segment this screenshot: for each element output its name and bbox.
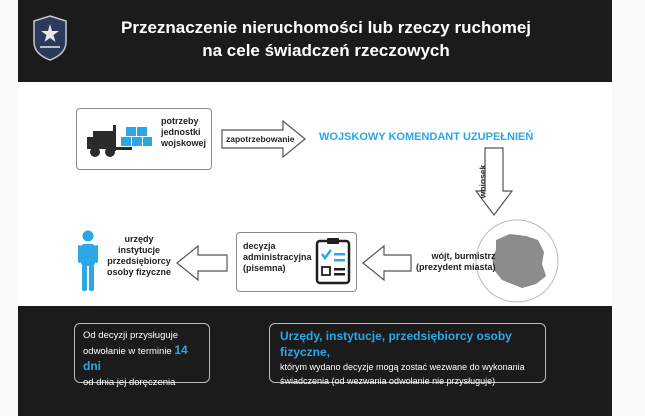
footer-bar: Od decyzji przysługuje odwołanie w termi… — [18, 306, 612, 416]
summons-line-1: którym wydano decyzje mogą zostać wezwan… — [280, 362, 525, 372]
person-icon — [78, 230, 98, 291]
arrow-right-request — [221, 119, 306, 159]
summons-line-2: świadczenia (od wezwania odwołanie nie p… — [280, 376, 496, 386]
summons-info-box: Urzędy, instytucje, przedsiębiorcy osoby… — [269, 323, 546, 386]
authority-line-1: wójt, burmistrz — [431, 251, 496, 261]
commander-label: WOJSKOWY KOMENDANT UZUPEŁNIEŃ — [319, 131, 534, 143]
authority-label: wójt, burmistrz (prezydent miasta) — [416, 251, 496, 273]
appeal-info-box: Od decyzji przysługuje odwołanie w termi… — [74, 323, 210, 388]
arrow-left-to-recipients — [176, 244, 228, 282]
recipients-line-1: urzędy — [124, 234, 154, 244]
appeal-deadline: 14 dni — [83, 343, 188, 373]
needs-label: potrzeby jednostki wojskowej — [161, 116, 206, 149]
decision-line-3: (pisemna) — [243, 263, 286, 273]
arrow-down-motion — [474, 147, 514, 216]
appeal-line-2: odwołanie w terminie 14 dni — [83, 343, 201, 375]
checklist-icon — [315, 238, 351, 285]
authority-line-2: (prezydent miasta) — [416, 262, 496, 272]
appeal-line-1: Od decyzji przysługuje — [83, 330, 179, 341]
page-title: Przeznaczenie nieruchomości lub rzeczy r… — [96, 16, 556, 62]
motion-label: wniosek — [477, 164, 488, 199]
poland-map-icon — [475, 219, 559, 303]
decision-line-2: administracyjna — [243, 252, 312, 262]
decision-line-1: decyzja — [243, 241, 276, 251]
appeal-line-2-text: odwołanie w terminie — [83, 346, 175, 357]
title-line-2: na cele świadczeń rzeczowych — [202, 41, 450, 60]
military-needs-box: potrzeby jednostki wojskowej — [76, 108, 212, 170]
needs-line-3: wojskowej — [161, 138, 207, 148]
appeal-line-3: od dnia jej doręczenia — [83, 377, 176, 388]
recipients-line-2: instytucje — [117, 245, 160, 255]
motion-label-wrap: wniosek — [477, 162, 490, 202]
arrow-left-to-decision — [362, 244, 412, 282]
recipients-line-4: osoby fizyczne — [106, 267, 171, 277]
decision-box: decyzja administracyjna (pisemna) — [236, 232, 357, 292]
request-label: zapotrzebowanie — [226, 134, 295, 144]
recipients-line-3: przedsiębiorcy — [107, 256, 171, 266]
header-bar: Przeznaczenie nieruchomości lub rzeczy r… — [18, 0, 612, 82]
recipients-label: urzędy instytucje przedsiębiorcy osoby f… — [104, 234, 174, 278]
decision-label: decyzja administracyjna (pisemna) — [243, 241, 312, 274]
title-line-1: Przeznaczenie nieruchomości lub rzeczy r… — [120, 18, 532, 37]
military-emblem-icon — [33, 15, 67, 61]
forklift-icon — [87, 125, 152, 157]
infographic-card: Przeznaczenie nieruchomości lub rzeczy r… — [18, 0, 612, 416]
needs-line-2: jednostki — [161, 127, 201, 137]
needs-line-1: potrzeby — [161, 116, 199, 126]
summons-title: Urzędy, instytucje, przedsiębiorcy osoby… — [280, 329, 512, 359]
